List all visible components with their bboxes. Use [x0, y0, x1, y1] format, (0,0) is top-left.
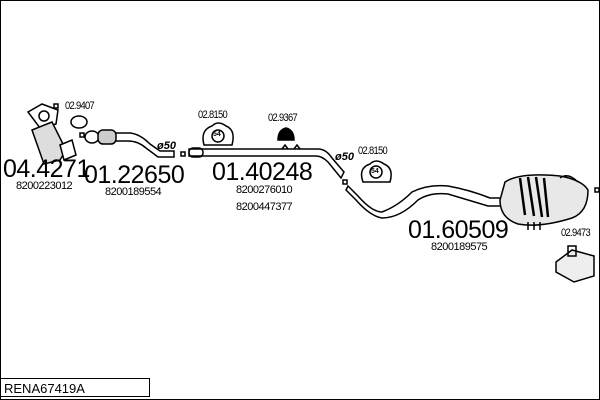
accessory-badge: 54	[371, 168, 379, 175]
part-number: 01.40248	[212, 158, 313, 186]
oe-number: 8200189575	[431, 241, 488, 253]
accessory-number: 02.9407	[65, 100, 95, 112]
front-pipe-drawing	[84, 129, 175, 158]
rubber-hanger-drawing	[360, 160, 392, 183]
accessory-number: 02.8150	[358, 145, 388, 157]
accessory-badge: 54	[213, 131, 221, 138]
muffler-clamp-drawing	[555, 245, 595, 283]
accessory-number: 02.9473	[561, 227, 591, 239]
accessory-number: 02.9367	[268, 112, 298, 124]
part-number: 04.4271	[3, 155, 90, 183]
accessory-number: 02.8150	[198, 109, 228, 121]
rubber-hanger-drawing	[202, 122, 234, 146]
pipe-diameter: ø50	[157, 140, 176, 152]
oe-number: 8200223012	[16, 180, 73, 192]
oe-number: 8200276010	[236, 184, 293, 196]
oe-number: 8200189554	[105, 186, 162, 198]
part-number: 01.22650	[84, 161, 185, 189]
pipe-diameter: ø50	[335, 151, 354, 163]
rubber-mount-drawing	[277, 127, 295, 141]
catalytic-converter-drawing	[26, 103, 85, 165]
oe-number: 8200447377	[236, 201, 293, 213]
rear-muffler-drawing	[345, 174, 589, 230]
middle-pipe-drawing	[188, 143, 345, 180]
part-number: 01.60509	[408, 216, 509, 244]
diagram-reference: RENA67419A	[0, 378, 150, 397]
gasket-drawing	[70, 115, 88, 129]
